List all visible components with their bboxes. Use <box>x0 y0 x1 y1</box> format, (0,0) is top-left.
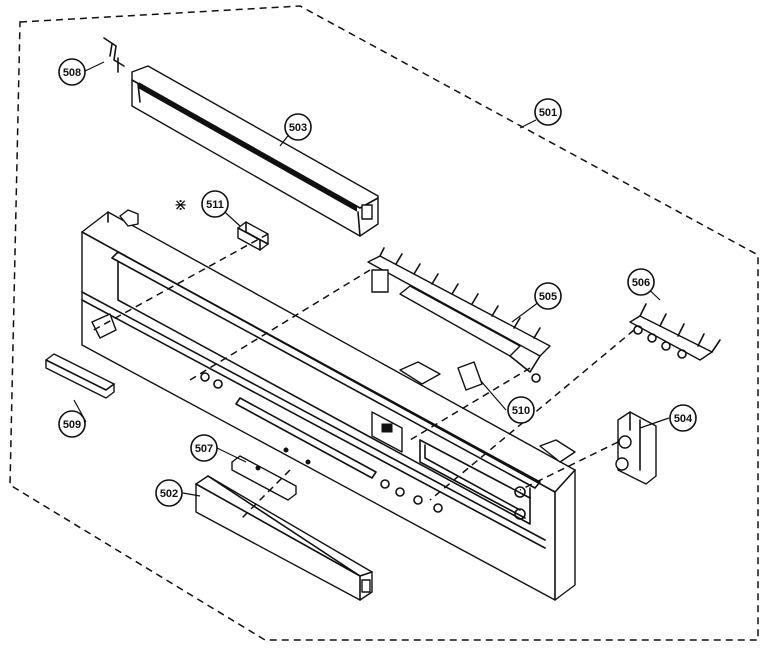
callout-501: 501 <box>534 98 562 126</box>
callout-505-label: 505 <box>539 291 557 303</box>
callout-505: 505 <box>534 282 562 310</box>
callout-501-label: 501 <box>539 107 557 119</box>
callout-503-label: 503 <box>289 122 307 134</box>
spring-clip-part-508 <box>103 37 125 73</box>
callout-502: 502 <box>155 479 183 507</box>
switch-board-part-506 <box>629 303 721 361</box>
callout-507: 507 <box>190 434 218 462</box>
callout-508: 508 <box>58 58 86 86</box>
bracket-part-510 <box>399 361 483 391</box>
callout-510: 510 <box>507 396 535 424</box>
leader-lines <box>73 61 670 497</box>
callout-502-label: 502 <box>160 488 178 500</box>
callout-504-label: 504 <box>674 413 693 425</box>
asterisk-marker: ⋇ <box>174 195 187 214</box>
callout-510-label: 510 <box>512 405 530 417</box>
callout-508-label: 508 <box>63 67 81 79</box>
assembly-boundary-501 <box>9 5 759 641</box>
jack-board-part-504 <box>615 411 657 485</box>
bar-part-507 <box>231 447 311 501</box>
callout-504: 504 <box>669 404 697 432</box>
callout-503: 503 <box>284 113 312 141</box>
switch-board-part-505 <box>367 247 551 383</box>
plate-part-509 <box>45 353 115 399</box>
callout-511: 511 <box>201 190 229 218</box>
top-rail-part-503 <box>131 65 379 237</box>
door-part-502 <box>195 475 373 601</box>
callout-511-label: 511 <box>206 199 224 211</box>
front-panel-assembly <box>81 209 576 601</box>
callout-506: 506 <box>627 268 655 296</box>
callout-507-label: 507 <box>195 443 213 455</box>
button-part-511 <box>237 221 269 251</box>
callout-509-label: 509 <box>63 419 81 431</box>
callout-509: 509 <box>58 410 86 438</box>
callout-506-label: 506 <box>632 277 650 289</box>
